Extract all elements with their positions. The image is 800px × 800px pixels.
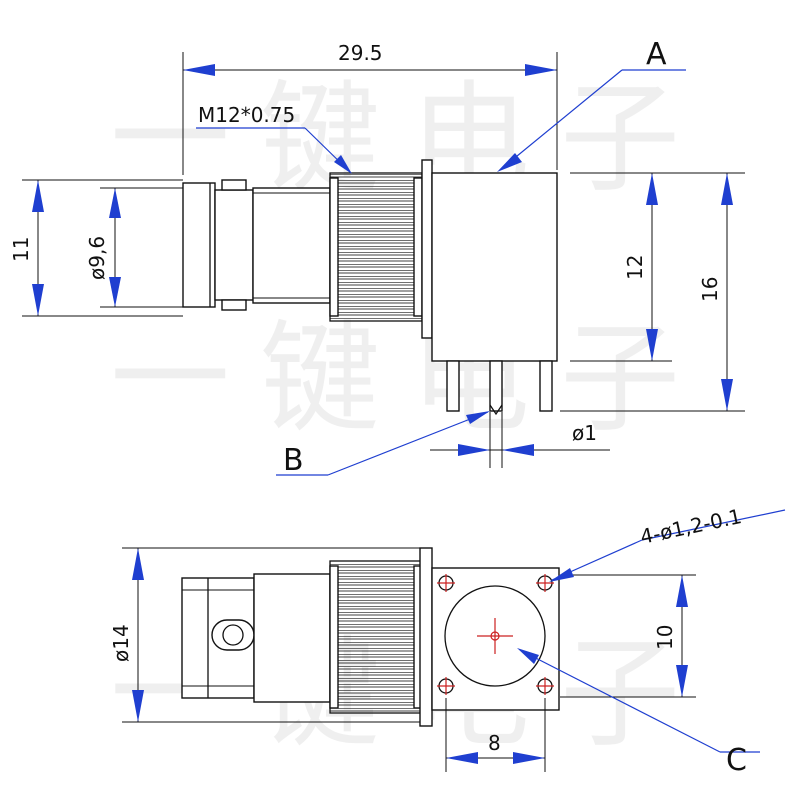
dim-hole-spacing-h: 8 [445, 698, 546, 772]
mount-hole-tr [536, 574, 554, 592]
total-height-label: 16 [698, 277, 722, 302]
flange-plate [421, 159, 433, 339]
dim-total-height: 16 [560, 172, 745, 412]
mount-holes-label: 4-ø1,2-0.1 [638, 504, 744, 549]
threaded-section [329, 172, 423, 322]
dim-overall-length: 29.5 [182, 41, 558, 175]
dim-flange-diameter: ø14 [109, 547, 420, 723]
hole-spacing-v-label: 10 [653, 625, 677, 650]
center-circle [444, 585, 546, 687]
side-view [182, 159, 558, 416]
thread-label: M12*0.75 [198, 103, 295, 127]
connector-body-top [253, 573, 331, 703]
pin-center [489, 360, 503, 412]
dim-hole-spacing-v: 10 [560, 574, 696, 698]
dim-inner-diameter: ø9,6 [85, 187, 183, 308]
bayonet-collar [214, 189, 254, 301]
body-height-label: 12 [623, 255, 647, 280]
flange-plate-top [419, 547, 433, 727]
threaded-section-top [329, 560, 423, 714]
rear-housing [431, 172, 558, 362]
mount-hole-br [536, 677, 554, 695]
dim-body-height: 12 [570, 172, 672, 362]
dim-pin-diameter: ø1 [430, 412, 610, 468]
pin-right [539, 360, 553, 412]
pin-left [446, 360, 460, 412]
watermark-mid: 一键电子 [110, 310, 710, 449]
mount-hole-tl [437, 574, 455, 592]
callout-a-label: A [646, 37, 667, 72]
overall-length-label: 29.5 [338, 41, 383, 65]
dim-height-left: 11 [9, 179, 183, 317]
callout-b-label: B [283, 443, 304, 478]
connector-body [252, 187, 331, 304]
height-left-label: 11 [9, 237, 33, 262]
top-view [181, 547, 560, 727]
flange-diameter-label: ø14 [109, 624, 133, 662]
dim-mount-holes: 4-ø1,2-0.1 [549, 504, 786, 582]
hole-spacing-h-label: 8 [488, 731, 501, 755]
callout-c: C [517, 648, 760, 778]
callout-b: B [276, 411, 490, 478]
inner-diameter-label: ø9,6 [85, 236, 109, 280]
mount-hole-bl [437, 677, 455, 695]
callout-a: A [497, 37, 686, 172]
dim-thread: M12*0.75 [196, 103, 352, 174]
pin-diameter-label: ø1 [572, 421, 597, 445]
callout-c-label: C [726, 743, 747, 778]
